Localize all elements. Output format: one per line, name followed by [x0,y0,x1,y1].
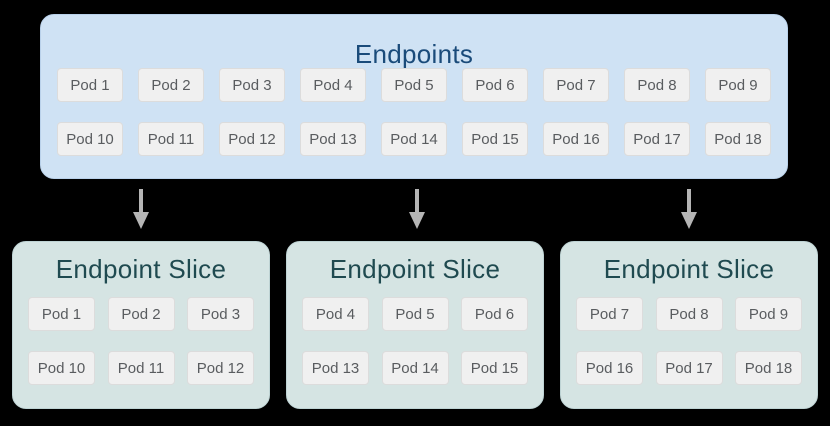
arrow-head [133,212,149,229]
arrow-head [409,212,425,229]
pod-box: Pod 3 [187,297,254,331]
pod-box: Pod 8 [624,68,690,102]
endpoint-slice-title: Endpoint Slice [55,254,227,284]
pod-box: Pod 9 [705,68,771,102]
pod-box: Pod 5 [381,297,449,331]
endpoints-pod-row-1: Pod 1 Pod 2 Pod 3 Pod 4 Pod 5 Pod 6 Pod 7 Pod 8… [57,68,771,102]
pod-box: Pod 11 [138,122,204,156]
down-arrow-icon [133,189,149,229]
slice-1-pod-row-1: Pod 1 Pod 2 Pod 3 [28,297,254,331]
down-arrow-icon [681,189,697,229]
down-arrow-icon [409,189,425,229]
slice-2-pod-row-1: Pod 4 Pod 5 Pod 6 [302,297,528,331]
pod-box: Pod 5 [381,68,447,102]
pod-box: Pod 16 [543,122,609,156]
slice-3-pod-row-1: Pod 7 Pod 8 Pod 9 [576,297,802,331]
endpoints-title: Endpoints [354,39,474,69]
pod-box: Pod 14 [381,351,449,385]
arrow-stem [687,189,691,213]
pod-box: Pod 18 [735,351,802,385]
pod-box: Pod 6 [462,68,528,102]
pod-box: Pod 13 [302,351,369,385]
pod-box: Pod 16 [576,351,643,385]
arrow-head [681,212,697,229]
pod-box: Pod 4 [302,297,369,331]
pod-box: Pod 14 [381,122,447,156]
pod-box: Pod 15 [462,122,528,156]
pod-box: Pod 7 [576,297,643,331]
pod-box: Pod 15 [461,351,528,385]
endpoint-slice-title: Endpoint Slice [603,254,775,284]
pod-box: Pod 6 [461,297,528,331]
pod-box: Pod 10 [57,122,123,156]
slice-3-pod-row-2: Pod 16 Pod 17 Pod 18 [576,351,802,385]
pod-box: Pod 7 [543,68,609,102]
pod-box: Pod 2 [107,297,175,331]
pod-box: Pod 8 [655,297,723,331]
pod-box: Pod 12 [187,351,254,385]
pod-box: Pod 13 [300,122,366,156]
arrow-stem [139,189,143,213]
pod-box: Pod 9 [735,297,802,331]
pod-box: Pod 10 [28,351,95,385]
pod-box: Pod 17 [655,351,723,385]
pod-box: Pod 17 [624,122,690,156]
slice-2-pod-row-2: Pod 13 Pod 14 Pod 15 [302,351,528,385]
slice-1-pod-row-2: Pod 10 Pod 11 Pod 12 [28,351,254,385]
pod-box: Pod 2 [138,68,204,102]
pod-box: Pod 3 [219,68,285,102]
endpoints-box: Endpoints Pod 1 Pod 2 Pod 3 Pod 4 Pod 5 Pod 6… [40,14,788,179]
endpoints-pod-row-2: Pod 10 Pod 11 Pod 12 Pod 13 Pod 14 Pod 15 Pod … [57,122,771,156]
pod-box: Pod 4 [300,68,366,102]
pod-box: Pod 18 [705,122,771,156]
pod-box: Pod 1 [57,68,123,102]
endpoint-slice-title: Endpoint Slice [329,254,501,284]
arrow-stem [415,189,419,213]
pod-box: Pod 12 [219,122,285,156]
pod-box: Pod 11 [107,351,175,385]
pod-box: Pod 1 [28,297,95,331]
